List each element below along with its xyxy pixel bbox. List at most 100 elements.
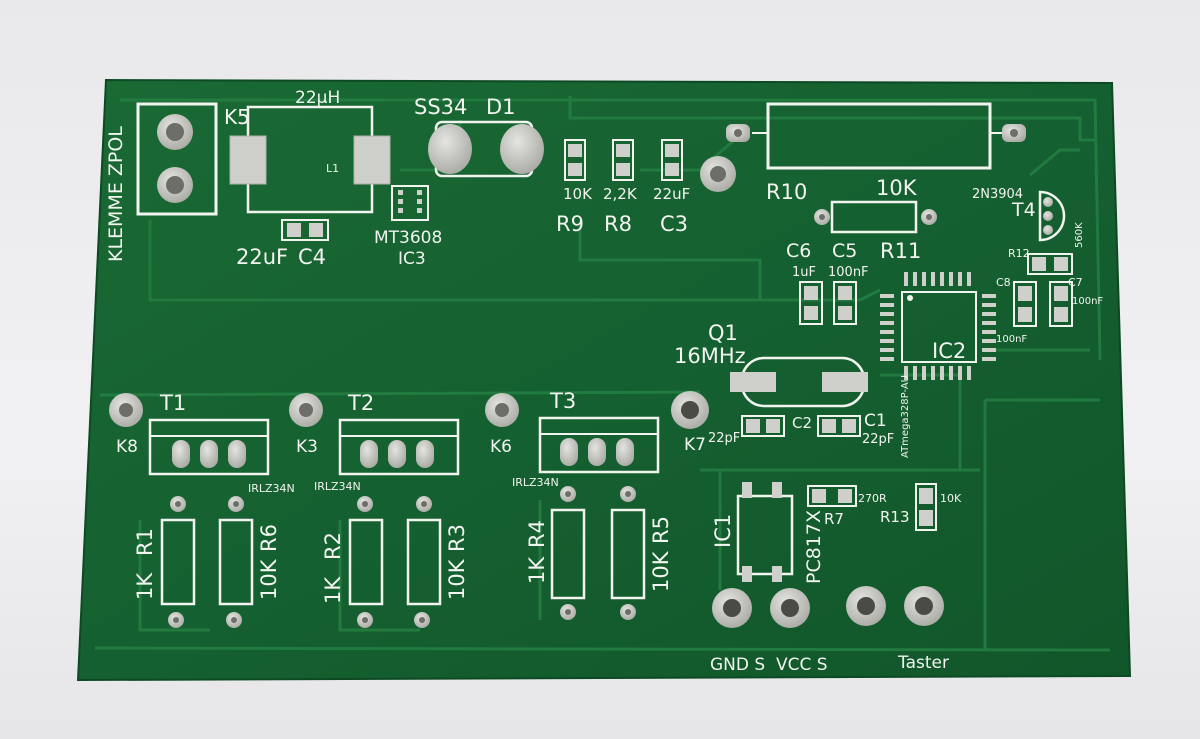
label-c7-value: 100nF	[1072, 296, 1103, 307]
label-t4: T4	[1011, 199, 1036, 221]
label-r9: R9	[556, 212, 584, 236]
mosfet-t2	[338, 418, 460, 476]
label-c5-value: 100nF	[828, 265, 869, 280]
resistor-r11	[814, 200, 937, 234]
label-c3: C3	[660, 212, 688, 236]
label-c8-value: 100nF	[996, 334, 1027, 345]
label-k7: K7	[684, 435, 706, 455]
label-r4: R4	[525, 520, 549, 548]
label-t2-part: IRLZ34N	[314, 480, 361, 493]
resistor-r4	[550, 486, 586, 620]
label-ic3-part: MT3608	[374, 228, 442, 248]
label-r13: R13	[880, 508, 910, 526]
label-gnd-s: GND S	[710, 655, 765, 675]
label-r3: R3	[445, 524, 469, 552]
label-c6: C6	[786, 240, 811, 262]
capacitors-c8-c7	[1013, 281, 1073, 327]
label-c6-value: 1uF	[792, 265, 816, 280]
label-t4-part: 2N3904	[972, 187, 1023, 202]
label-c4-value: 22uF	[236, 245, 288, 269]
label-vcc-s: VCC S	[776, 655, 828, 675]
terminal-block	[136, 102, 218, 216]
label-diode-part: SS34	[414, 95, 467, 119]
resistor-r5	[610, 486, 646, 620]
resistor-r1	[160, 496, 196, 628]
label-d1: D1	[486, 95, 516, 119]
label-r9-value: 10K	[563, 185, 593, 203]
label-ic2-part: ATmega328P-AU	[900, 375, 911, 458]
label-q1: Q1	[708, 321, 738, 345]
label-r5: R5	[649, 516, 673, 544]
connector-pads	[712, 586, 944, 628]
label-r7-value: 270R	[858, 492, 887, 505]
smd-r9-r8-c3	[564, 139, 683, 181]
label-t3: T3	[549, 389, 576, 413]
label-r2-value: 1K	[321, 576, 345, 604]
label-t1: T1	[159, 391, 186, 415]
label-q1-value: 16MHz	[674, 344, 746, 368]
ic2-tqfp	[880, 272, 996, 380]
resistor-r7	[807, 485, 857, 507]
resistor-r13	[915, 483, 937, 531]
label-r11: R11	[880, 239, 921, 263]
label-ic1: IC1	[711, 514, 735, 548]
label-k8: K8	[116, 437, 138, 457]
label-t3-part: IRLZ34N	[512, 476, 559, 489]
label-r5-value: 10K	[649, 550, 673, 592]
label-c1: C1	[864, 411, 887, 431]
diode-d1	[428, 120, 544, 178]
mosfet-t3	[538, 416, 660, 474]
label-r13-value: 10K	[940, 492, 962, 505]
label-r1-value: 1K	[133, 572, 157, 600]
label-r11-value: 10K	[876, 176, 918, 200]
label-r6-value: 10K	[257, 558, 281, 600]
resistor-r12	[1027, 253, 1073, 275]
resistor-r2	[348, 496, 384, 628]
label-t1-part: IRLZ34N	[248, 482, 295, 495]
label-taster: Taster	[897, 653, 949, 673]
label-c1-value: 22pF	[862, 432, 894, 447]
label-c5: C5	[832, 240, 857, 262]
resistor-r3	[406, 496, 442, 628]
label-r3-value: 10K	[445, 558, 469, 600]
label-c8: C8	[996, 276, 1011, 289]
label-r10: R10	[766, 180, 807, 204]
label-r12-value: 560K	[1074, 222, 1085, 248]
label-ic1-part: PC817X	[803, 510, 825, 584]
label-k5: K5	[224, 105, 250, 129]
label-c3-value: 22uF	[653, 185, 690, 203]
capacitors-c6-c5	[799, 281, 857, 325]
label-c7: C7	[1068, 276, 1083, 289]
label-ic3: IC3	[398, 249, 426, 269]
label-r2: R2	[321, 532, 345, 560]
label-k6: K6	[490, 437, 512, 457]
optocoupler-ic1	[736, 482, 794, 582]
resistor-r10	[726, 102, 1026, 170]
label-l1: L1	[326, 162, 339, 175]
label-k3: K3	[296, 437, 318, 457]
label-ic2: IC2	[932, 339, 966, 363]
label-c2: C2	[792, 414, 812, 432]
label-terminal: KLEMME ZPOL	[105, 126, 127, 262]
label-c4: C4	[298, 245, 326, 269]
inductor-l1	[229, 105, 391, 214]
label-c2-value: 22pF	[708, 431, 740, 446]
label-inductor-value: 22µH	[295, 88, 340, 108]
test-pads	[109, 391, 709, 429]
label-r6: R6	[257, 524, 281, 552]
label-r7: R7	[824, 510, 844, 528]
capacitor-c4	[281, 219, 329, 241]
label-t2: T2	[347, 391, 374, 415]
label-r4-value: 1K	[525, 556, 549, 584]
resistor-r6	[218, 496, 254, 628]
label-r8-value: 2,2K	[603, 185, 638, 203]
label-r12: R12	[1008, 247, 1030, 260]
mosfet-t1	[148, 418, 270, 476]
capacitors-c2-c1	[741, 415, 861, 437]
transistor-t4	[1038, 190, 1066, 242]
ic3-package	[391, 185, 429, 221]
crystal-q1	[730, 356, 868, 408]
label-r8: R8	[604, 212, 632, 236]
copper-traces	[94, 96, 1111, 652]
